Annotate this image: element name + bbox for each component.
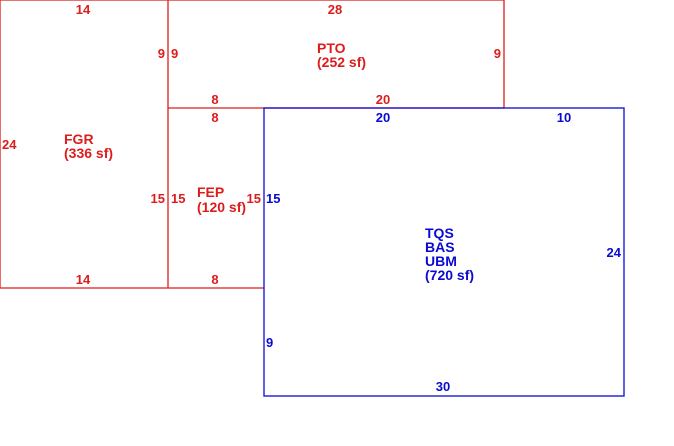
dim-main-left-upper: 15 [266,191,280,206]
fep-label: FEP (120 sf) [197,184,246,215]
pto-label: PTO (252 sf) [317,40,366,70]
dim-pto-bottom-left: 8 [211,92,218,107]
dim-fep-left: 15 [171,191,185,206]
dim-fgr-right-lower: 15 [151,191,165,206]
dim-fgr-left: 24 [2,137,17,152]
dim-main-top-right: 10 [557,110,571,125]
dim-pto-bottom-right: 20 [376,92,390,107]
fgr-outline [0,0,169,289]
dim-pto-top: 28 [328,2,342,17]
pto-outline [168,0,505,108]
pto-code: PTO [317,40,346,56]
dim-pto-right: 9 [494,46,501,61]
dim-fep-top: 8 [211,110,218,125]
dim-main-right: 24 [607,245,622,260]
fgr-label: FGR (336 sf) [64,131,113,161]
fgr-code: FGR [64,131,94,147]
main-label: TQS BAS UBM (720 sf) [425,225,474,283]
fep-area: (120 sf) [197,199,246,215]
dim-main-bottom: 30 [436,379,450,394]
main-code-1: TQS [425,225,454,241]
dim-pto-left: 9 [171,46,178,61]
dim-main-top: 20 [376,110,390,125]
red-dimensions: 14 24 9 15 14 28 9 9 8 20 8 15 15 8 [2,2,501,287]
pto-area: (252 sf) [317,54,366,70]
dim-fgr-right: 9 [158,46,165,61]
blue-dimensions: 20 10 15 9 24 30 [266,110,622,394]
fgr-area: (336 sf) [64,145,113,161]
dim-fgr-top: 14 [76,2,91,17]
main-area: (720 sf) [425,267,474,283]
dim-fep-right: 15 [247,191,261,206]
dim-fep-bottom: 8 [211,272,218,287]
main-code-2: BAS [425,239,455,255]
fep-code: FEP [197,184,224,200]
main-code-3: UBM [425,253,457,269]
dim-fgr-bottom: 14 [76,272,91,287]
dim-main-left-lower: 9 [266,335,273,350]
main-outline [263,107,625,397]
